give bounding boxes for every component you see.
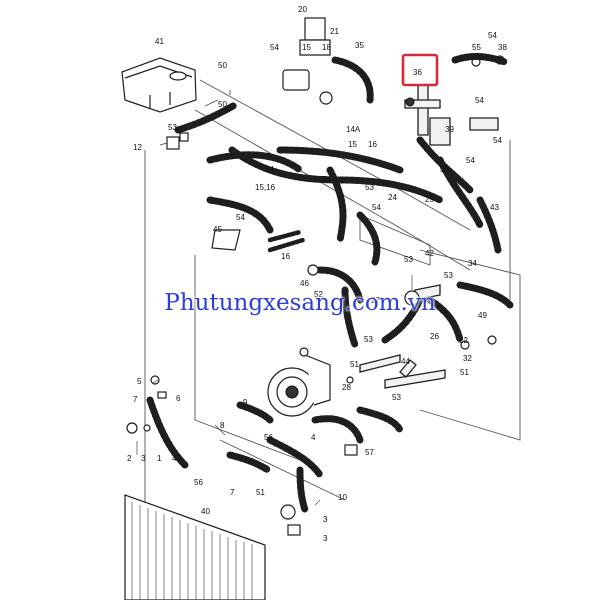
label-16: 16 [368, 140, 377, 149]
label-27: 27 [371, 296, 380, 305]
radiator [124, 494, 266, 600]
label-53: 53 [404, 255, 413, 264]
label-54: 54 [488, 31, 497, 40]
label-54: 54 [322, 175, 331, 184]
coolant-pipes [359, 284, 446, 389]
label-22: 22 [459, 336, 468, 345]
small-parts [126, 229, 497, 536]
label-21: 21 [330, 27, 339, 36]
label-45: 45 [213, 225, 222, 234]
label-57: 57 [365, 448, 374, 457]
label-35: 35 [355, 41, 364, 50]
label-3: 3 [323, 515, 328, 524]
label-9: 9 [243, 398, 248, 407]
label-51: 51 [256, 488, 265, 497]
label-51: 51 [460, 368, 469, 377]
label-34: 34 [468, 259, 477, 268]
label-41: 41 [155, 37, 164, 46]
label-38: 38 [498, 43, 507, 52]
label-32: 32 [463, 354, 472, 363]
label-15: 15 [302, 43, 311, 52]
label-7: 7 [230, 488, 235, 497]
label-54: 54 [493, 136, 502, 145]
part-labels: 20 21 41 50 50 53 12 54 15 18 35 54 55 3… [127, 5, 507, 543]
label-42: 42 [425, 249, 434, 258]
label-54: 54 [270, 43, 279, 52]
label-49: 49 [478, 311, 487, 320]
label-15-16: 15,16 [255, 183, 276, 192]
coolant-hoses [146, 53, 514, 514]
label-24: 24 [388, 193, 397, 202]
expansion-tank [121, 57, 197, 113]
label-5: 5 [137, 377, 142, 386]
label-15: 15 [348, 140, 357, 149]
label-53: 53 [364, 335, 373, 344]
thermostat-housing [282, 17, 333, 105]
label-53: 53 [168, 123, 177, 132]
label-46: 46 [300, 279, 309, 288]
label-53: 53 [392, 393, 401, 402]
label-56: 56 [264, 433, 273, 442]
label-26: 26 [430, 332, 439, 341]
label-4-5: 45 [172, 454, 181, 463]
label-3: 3 [141, 454, 146, 463]
label-54: 54 [475, 96, 484, 105]
label-54: 54 [236, 213, 245, 222]
label-14: 14 [265, 165, 274, 174]
fitting-12 [166, 132, 189, 150]
label-40: 40 [201, 507, 210, 516]
leader-lines [136, 99, 413, 506]
label-54: 54 [372, 203, 381, 212]
label-4: 4 [311, 433, 316, 442]
label-36-highlighted: 36 [413, 68, 422, 77]
label-44: 44 [401, 357, 410, 366]
label-18: 18 [322, 43, 331, 52]
label-25: 25 [425, 195, 434, 204]
highlight-box [401, 53, 439, 87]
label-6: 6 [176, 394, 181, 403]
label-53: 53 [365, 183, 374, 192]
label-10: 10 [338, 493, 347, 502]
label-53: 53 [440, 165, 449, 174]
label-8: 8 [220, 421, 225, 430]
connector-36-area [404, 55, 505, 146]
label-14a: 14A [346, 125, 361, 134]
label-51: 51 [350, 360, 359, 369]
label-39: 39 [445, 125, 454, 134]
label-56: 56 [194, 478, 203, 487]
label-53: 53 [444, 271, 453, 280]
label-12: 12 [133, 143, 142, 152]
label-54: 54 [466, 156, 475, 165]
label-50: 50 [218, 100, 227, 109]
label-2: 2 [127, 454, 132, 463]
label-52: 52 [314, 290, 323, 299]
water-pump-assembly [267, 347, 331, 417]
label-43: 43 [490, 203, 499, 212]
label-20: 20 [298, 5, 307, 14]
label-1: 1 [157, 454, 162, 463]
label-7: 7 [133, 395, 138, 404]
label-28: 28 [342, 383, 351, 392]
label-3: 3 [323, 534, 328, 543]
label-55: 55 [472, 43, 481, 52]
label-50: 50 [218, 61, 227, 70]
label-16: 16 [281, 252, 290, 261]
